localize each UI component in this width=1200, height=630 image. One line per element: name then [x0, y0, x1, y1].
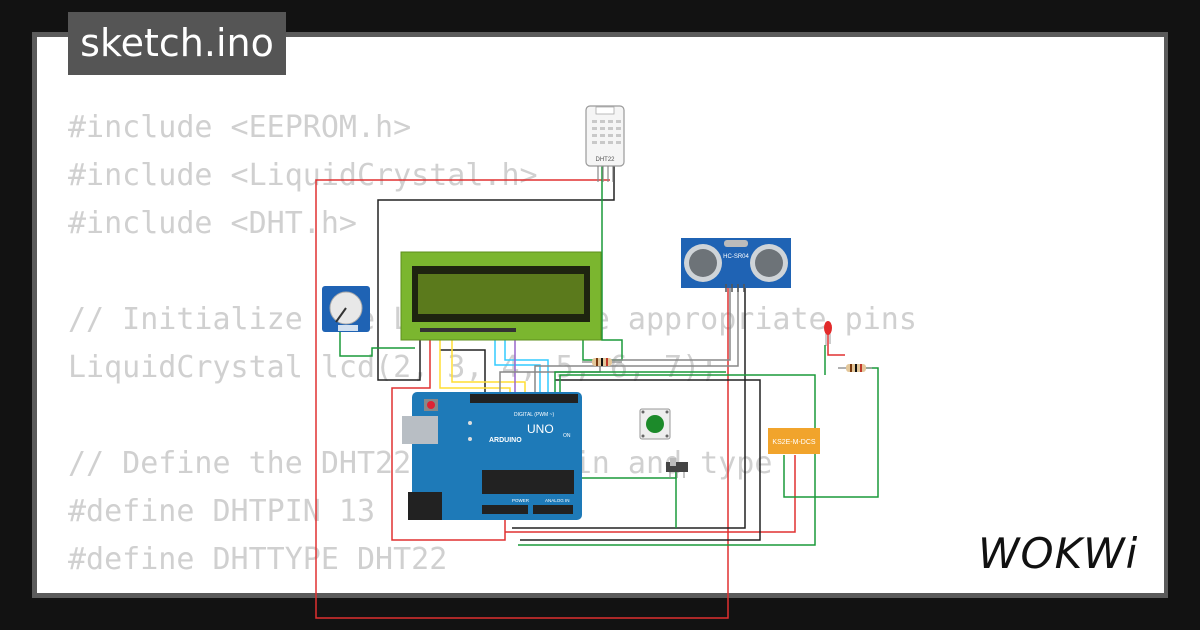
slide-switch[interactable]: [666, 458, 688, 478]
arduino-on-label: ON: [563, 433, 571, 439]
pushbutton[interactable]: [639, 408, 671, 440]
code-line: #define DHTTYPE DHT22: [68, 542, 448, 577]
arduino-digital-label: DIGITAL (PWM ~): [514, 412, 554, 418]
sonar-label: HC-SR04: [723, 254, 749, 260]
wokwi-logo-text: WOKWi: [978, 529, 1138, 578]
arduino-power-label: POWER: [512, 498, 530, 503]
code-line: DHT dht(DHTPIN, DHTTYPE);: [68, 584, 917, 593]
code-line: #include <LiquidCrystal.h>: [68, 158, 538, 193]
red-led[interactable]: [824, 321, 832, 346]
code-line: #include <DHT.h>: [68, 206, 357, 241]
dht22-sensor[interactable]: DHT22: [585, 105, 625, 182]
relay-label: KS2E-M-DCS: [772, 439, 816, 446]
arduino-uno[interactable]: UNO ARDUINO ON DIGITAL (PWM ~) POWER ANA…: [402, 392, 582, 520]
code-line: LiquidCrystal lcd(2, 3, 4, 5, 6, 7);: [68, 350, 719, 385]
wokwi-logo[interactable]: WOKWi: [976, 526, 1152, 578]
arduino-uno-label: UNO: [527, 422, 554, 436]
wires: [315, 166, 879, 619]
arduino-analog-label: ANALOG IN: [545, 498, 570, 503]
relay[interactable]: KS2E-M-DCS: [768, 428, 820, 454]
arduino-brand-label: ARDUINO: [489, 437, 522, 444]
potentiometer[interactable]: [322, 286, 370, 332]
filename-tab[interactable]: sketch.ino: [68, 12, 286, 75]
ultrasonic-sensor[interactable]: HC-SR04: [681, 238, 791, 292]
resistor[interactable]: [582, 358, 622, 366]
resistor[interactable]: [838, 364, 872, 372]
code-line: #define DHTPIN 13: [68, 494, 376, 529]
code-line: #include <EEPROM.h>: [68, 110, 412, 145]
lcd-display[interactable]: [400, 251, 602, 341]
dht22-label: DHT22: [595, 157, 615, 163]
